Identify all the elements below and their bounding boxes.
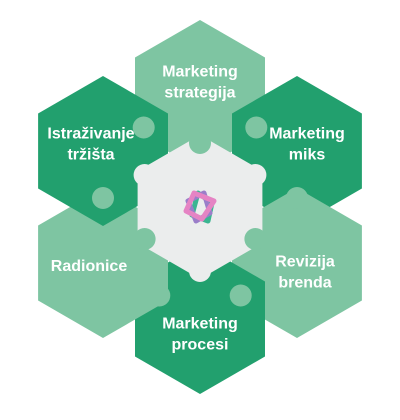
piece-label-marketing-procesi: Marketing: [162, 316, 238, 333]
puzzle-tab: [92, 187, 114, 209]
puzzle-tab: [245, 116, 268, 139]
puzzle-piece-marketing-miks: [232, 76, 362, 226]
piece-label-marketing-strategija: Marketing: [162, 64, 238, 81]
logo-icon: [183, 190, 217, 224]
center-tab: [244, 164, 267, 186]
piece-label-marketing-procesi: procesi: [172, 337, 229, 354]
pieces-layer: [38, 20, 362, 394]
puzzle-tab: [229, 284, 252, 307]
center-tab: [244, 228, 267, 250]
piece-label-revizija-brenda: Revizija: [275, 254, 335, 271]
puzzle-tab: [148, 284, 171, 307]
piece-hexagon: [38, 76, 168, 226]
logo-pink-ribbon: [183, 190, 217, 222]
center-tab: [189, 260, 211, 282]
piece-label-radionice: Radionice: [51, 258, 128, 275]
piece-label-marketing-miks: Marketing: [269, 126, 345, 143]
piece-label-marketing-strategija: strategija: [164, 85, 235, 102]
puzzle-piece-radionice: [38, 188, 168, 338]
center-tab: [189, 132, 211, 154]
center-hexagon: [137, 135, 263, 279]
piece-label-marketing-miks: miks: [289, 147, 326, 164]
piece-hexagon: [38, 188, 168, 338]
labels-layer: MarketingstrategijaMarketingmiksRevizija…: [47, 64, 344, 354]
center-tab: [133, 164, 156, 186]
piece-label-istrazivanje-trzista: Istraživanje: [47, 126, 134, 143]
center-piece: [133, 132, 267, 282]
puzzle-tab: [132, 116, 155, 139]
piece-label-istrazivanje-trzista: tržišta: [67, 147, 114, 164]
puzzle-piece-istrazivanje-trzista: [38, 76, 168, 226]
center-tab: [133, 228, 156, 250]
piece-label-revizija-brenda: brenda: [278, 275, 331, 292]
piece-hexagon: [232, 76, 362, 226]
puzzle-tab: [286, 187, 308, 209]
